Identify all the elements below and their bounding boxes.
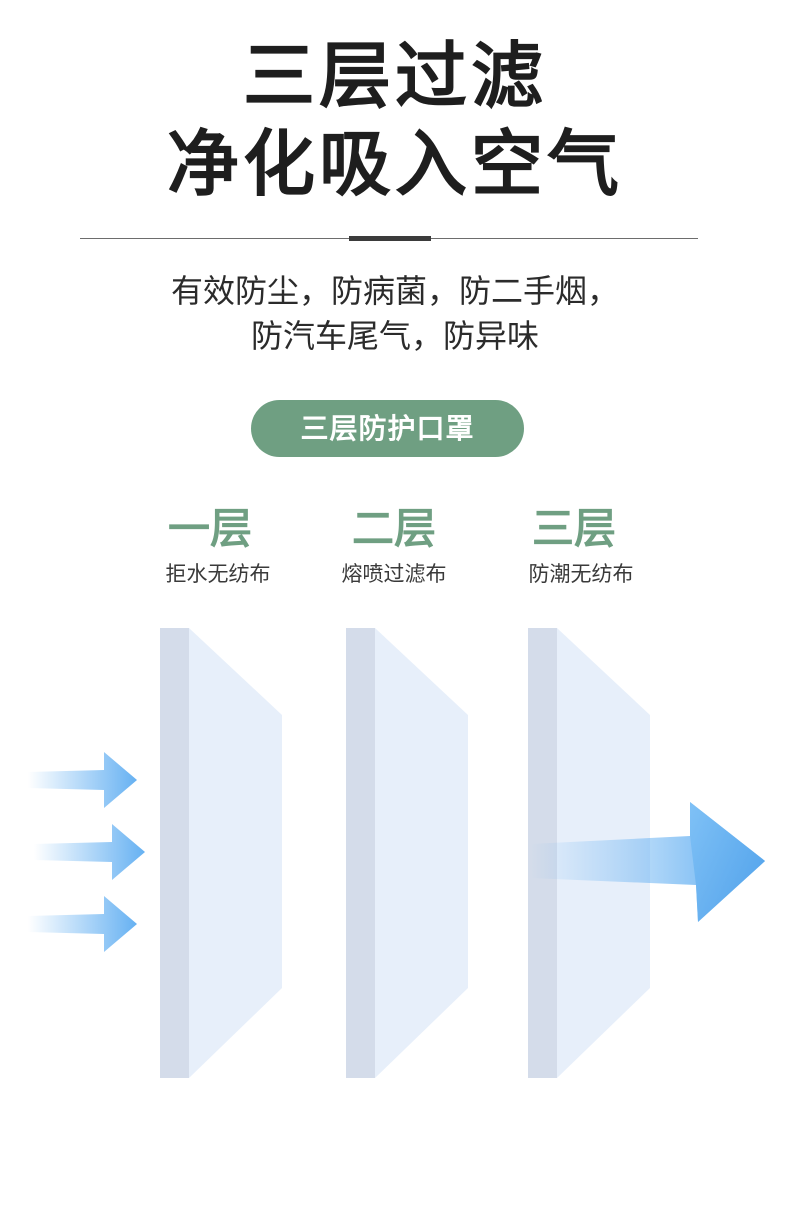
layer-1-subtitle: 拒水无纺布 [165,562,271,586]
three-layer-badge: 三层防护口罩 [251,400,524,457]
big-arrow-right-icon [530,802,765,922]
description-line-1: 有效防尘，防病菌，防二手烟， [170,272,619,310]
layer-3-subtitle: 防潮无纺布 [528,562,634,586]
headline-line-1: 三层过滤 [242,34,547,118]
description-line-2: 防汽车尾气，防异味 [250,317,539,355]
divider-accent [349,236,431,241]
layer-3-title: 三层 [531,504,616,553]
incoming-air-arrow-2 [34,824,145,880]
filtration-illustration [28,628,765,1078]
filter-layer-panel-2 [346,628,468,1078]
incoming-air-arrow-3 [28,896,137,952]
layer-1-title: 一层 [167,504,252,553]
incoming-air-arrow-1 [28,752,137,808]
layer-2-subtitle: 熔喷过滤布 [341,562,447,586]
layer-2-title: 二层 [351,504,436,553]
headline-line-2: 净化吸入空气 [166,122,623,206]
filter-layer-panel-1 [160,628,282,1078]
